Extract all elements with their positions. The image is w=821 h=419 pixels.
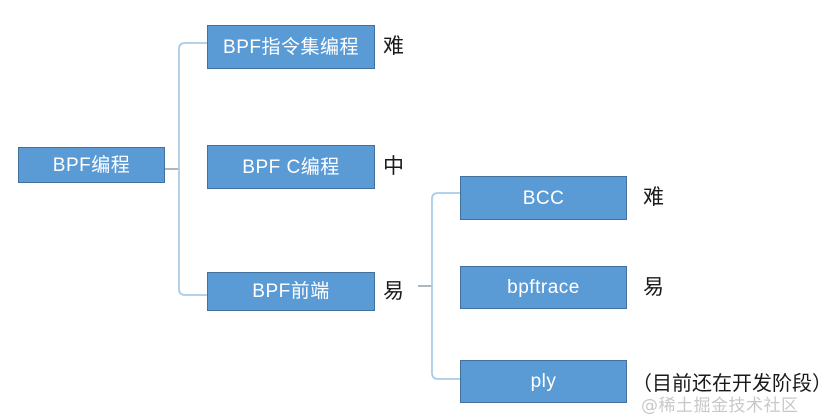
- node-bpf-c-programming[interactable]: BPF C编程: [207, 145, 375, 189]
- difficulty-label-bpf-frontend: 易: [383, 279, 404, 303]
- difficulty-label-bcc: 难: [643, 185, 664, 209]
- node-bcc[interactable]: BCC: [460, 176, 627, 220]
- difficulty-label-bpf-instruction-set: 难: [383, 34, 404, 58]
- watermark: @稀土掘金技术社区: [641, 396, 799, 416]
- node-bpftrace[interactable]: bpftrace: [460, 266, 627, 309]
- status-note-ply: （目前还在开发阶段）: [632, 371, 821, 395]
- node-ply[interactable]: ply: [460, 360, 627, 403]
- connector-bracket-root-to-level2: [165, 42, 213, 296]
- node-bpf-frontend[interactable]: BPF前端: [207, 272, 375, 311]
- node-bpf-instruction-set-programming[interactable]: BPF指令集编程: [207, 25, 375, 69]
- difficulty-label-bpf-c: 中: [383, 154, 404, 178]
- connector-bracket-frontend-to-level3: [418, 192, 466, 380]
- node-bpf-programming[interactable]: BPF编程: [18, 147, 165, 183]
- difficulty-label-bpftrace: 易: [643, 275, 664, 299]
